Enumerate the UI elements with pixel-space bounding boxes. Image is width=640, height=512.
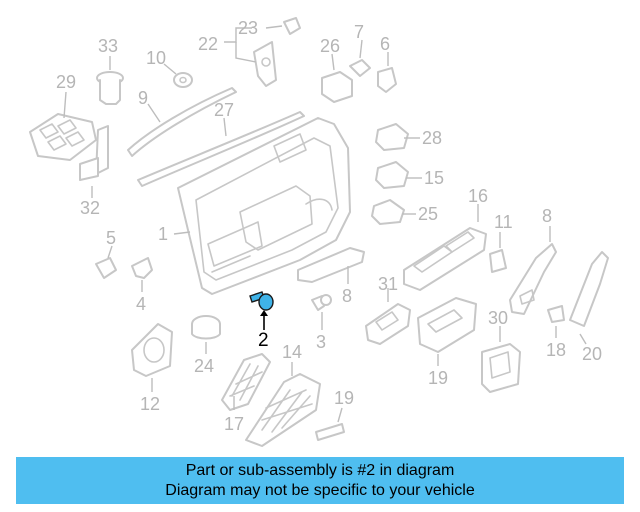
callout-23: 23 (238, 18, 258, 38)
part-32-bracket (79, 125, 109, 198)
part-16-bracket (489, 232, 507, 273)
callout-3: 3 (316, 332, 326, 352)
part-19-clip (315, 407, 345, 441)
callout-12: 19 (428, 368, 448, 388)
callout-10: 10 (146, 48, 166, 68)
part-15-switch-bezel (403, 204, 487, 291)
info-banner: Part or sub-assembly is #2 in diagram Di… (16, 457, 624, 504)
callout-21: 27 (214, 100, 234, 120)
callout-7: 7 (354, 22, 364, 42)
part-5-clip (95, 245, 117, 279)
part-17-grille (221, 353, 271, 411)
callout-2-highlighted: 2 (258, 330, 269, 351)
part-8-armrest-trim (297, 247, 365, 284)
part-24-nut (191, 315, 221, 354)
callout-22: 22 (198, 34, 218, 54)
part-28-switch (375, 161, 422, 189)
part-2-screw-highlighted (249, 291, 274, 330)
banner-line-2: Diagram may not be specific to your vehi… (165, 482, 475, 499)
part-9-belt-molding (127, 87, 237, 157)
parts-diagram: 29 33 10 9 22 23 27 26 (29, 17, 609, 447)
callout-27: 28 (422, 128, 442, 148)
callout-18: 14 (282, 342, 302, 362)
callout-14: 20 (582, 344, 602, 364)
callout-1: 1 (158, 224, 168, 244)
callout-26: 26 (320, 36, 340, 56)
part-11-pull-handle (509, 226, 557, 315)
part-6-clip (377, 52, 397, 93)
part-31-bezel (365, 288, 411, 345)
callout-6: 6 (380, 34, 390, 54)
callout-25: 25 (418, 204, 438, 224)
part-22-bracket (224, 27, 277, 87)
part-12-housing (417, 297, 477, 366)
part-3-screw (311, 294, 332, 330)
callout-16: 11 (494, 212, 513, 232)
part-29-window-switch (29, 91, 97, 161)
part-25-switch (371, 199, 416, 225)
callout-19-label: 19 (334, 388, 354, 408)
part-18-grille (245, 362, 321, 447)
callout-20: 12 (140, 394, 160, 414)
callout-32: 32 (80, 198, 100, 218)
part-14-trim-strip (569, 251, 609, 345)
callout-8-label: 8 (342, 286, 352, 306)
part-30-switch (481, 326, 521, 393)
part-10-grommet (163, 63, 193, 88)
callout-33: 33 (98, 36, 118, 56)
callout-13: 18 (546, 340, 566, 360)
callout-4: 4 (136, 294, 146, 314)
part-21-seal (137, 111, 305, 187)
callout-15: 16 (468, 186, 488, 206)
callout-31: 31 (378, 274, 398, 294)
part-20-speaker-bracket (131, 323, 173, 392)
callout-29: 29 (56, 72, 76, 92)
callout-11: 8 (542, 206, 552, 226)
part-7-clip (349, 39, 371, 77)
callout-9: 9 (138, 88, 148, 108)
part-1-door-panel (173, 117, 351, 295)
callout-28: 15 (424, 168, 444, 188)
part-27-switch (375, 123, 420, 151)
part-23-clip (265, 17, 301, 35)
banner-line-1: Part or sub-assembly is #2 in diagram (185, 462, 455, 479)
part-26-switch (321, 53, 353, 103)
callout-17: 17 (224, 414, 244, 434)
part-13-clip (547, 305, 565, 338)
part-33-clip (96, 56, 124, 105)
callout-5: 5 (106, 228, 116, 248)
callout-30: 30 (488, 308, 508, 328)
part-4-clip (131, 257, 153, 292)
callout-24: 24 (194, 356, 214, 376)
